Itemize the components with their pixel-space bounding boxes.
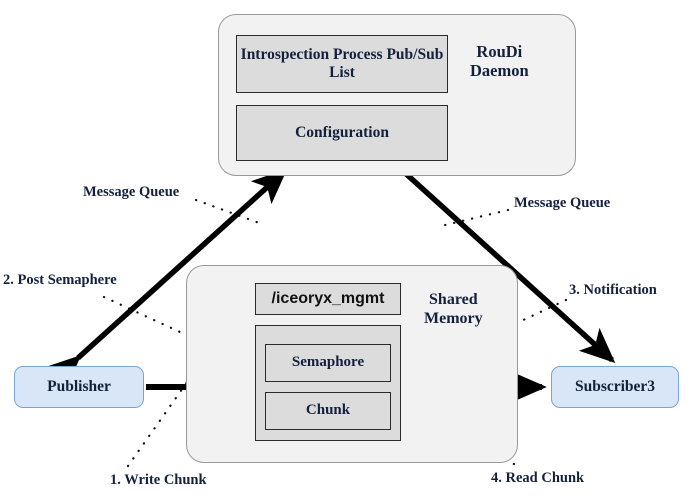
subscriber3-node[interactable]: Subscriber3	[551, 366, 679, 408]
publisher-node[interactable]: Publisher	[14, 366, 144, 408]
step-4-read-chunk-label: 4. Read Chunk	[491, 470, 585, 486]
iceoryx-mgmt-segment-box[interactable]: /iceoryx_mgmt	[255, 283, 401, 315]
leader-message-queue-left	[194, 198, 264, 226]
message-queue-right-label: Message Queue	[514, 195, 611, 211]
step-1-write-chunk-label: 1. Write Chunk	[110, 472, 207, 488]
roudi-daemon-label: RouDi Daemon	[470, 42, 529, 81]
step-2-post-semaphore-label: 2. Post Semaphere	[3, 272, 117, 288]
semaphore-box[interactable]: Semaphore	[265, 344, 391, 382]
configuration-box[interactable]: Configuration	[236, 105, 448, 161]
introspection-process-box[interactable]: Introspection Process Pub/Sub List	[236, 35, 448, 93]
step-3-notification-label: 3. Notification	[569, 282, 657, 298]
chunk-box[interactable]: Chunk	[265, 392, 391, 430]
message-queue-left-label: Message Queue	[83, 184, 180, 200]
leader-message-queue-right	[439, 208, 510, 228]
shared-memory-label: Shared Memory	[424, 291, 483, 327]
